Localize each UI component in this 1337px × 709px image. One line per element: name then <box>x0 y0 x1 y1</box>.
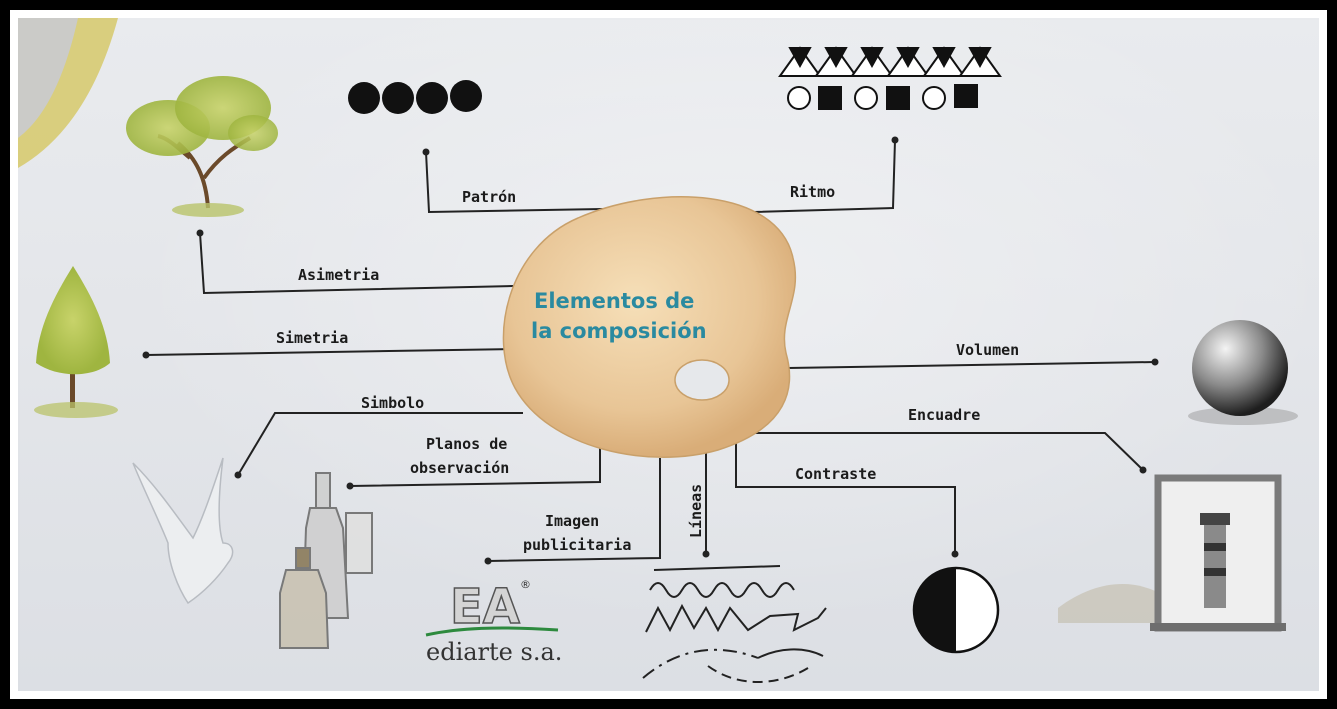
corner-arc-inner <box>18 18 78 138</box>
label-planos-line1: Planos de <box>426 435 507 453</box>
planos-connector <box>349 446 601 487</box>
label-patron: Patrón <box>462 188 516 206</box>
imagen-connector <box>487 458 661 562</box>
symmetric-tree-icon <box>34 266 118 418</box>
logo-swoosh <box>425 626 559 637</box>
framed-landscape-icon <box>1058 474 1286 632</box>
label-contraste: Contraste <box>795 465 876 483</box>
palette-thumb-hole <box>674 359 730 401</box>
encuadre-connector <box>746 432 1144 471</box>
simetria-connector <box>145 348 514 356</box>
label-lineas: Líneas <box>687 484 705 538</box>
label-simbolo: Simbolo <box>361 394 424 412</box>
center-title-line1: Elementos de <box>534 289 694 313</box>
label-asimetria: Asimetria <box>298 266 379 284</box>
label-imagen-line1: Imagen <box>545 512 599 530</box>
label-ritmo: Ritmo <box>790 183 835 201</box>
sphere-icon <box>1188 320 1298 425</box>
label-encuadre: Encuadre <box>908 406 980 424</box>
label-imagen-line2: publicitaria <box>523 536 631 554</box>
center-title-line2: la composición <box>531 319 707 343</box>
diagram-page: Elementos de la composición Patrón Ritmo… <box>18 18 1319 691</box>
connector-dots <box>142 136 1159 565</box>
contraste-connector <box>735 440 956 554</box>
contrast-circle-icon <box>912 566 1000 654</box>
volumen-connector <box>787 361 1156 369</box>
asymmetric-tree-icon <box>126 76 278 217</box>
logo-name: ediarte s.a. <box>426 638 562 666</box>
diagram-canvas: Elementos de la composición Patrón Ritmo… <box>18 18 1298 683</box>
logo-registered: ® <box>520 578 531 591</box>
bottles-icon <box>279 472 373 649</box>
palette-icon <box>502 196 797 458</box>
dove-icon <box>132 457 234 605</box>
label-planos-line2: observación <box>410 459 509 477</box>
connector-lines <box>145 139 1156 562</box>
label-volumen: Volumen <box>956 341 1019 359</box>
ritmo-connector <box>753 139 896 213</box>
lines-examples-icon <box>642 565 827 683</box>
asimetria-connector <box>199 232 514 295</box>
logo-letters: EA <box>450 579 520 635</box>
patron-connector <box>425 151 604 214</box>
ritmo-pattern-icon <box>778 46 1002 110</box>
simbolo-connector <box>237 412 523 476</box>
label-simetria: Simetria <box>276 329 348 347</box>
ediarte-logo: EA ® ediarte s.a. <box>425 578 562 666</box>
patron-dots-icon <box>348 80 482 114</box>
